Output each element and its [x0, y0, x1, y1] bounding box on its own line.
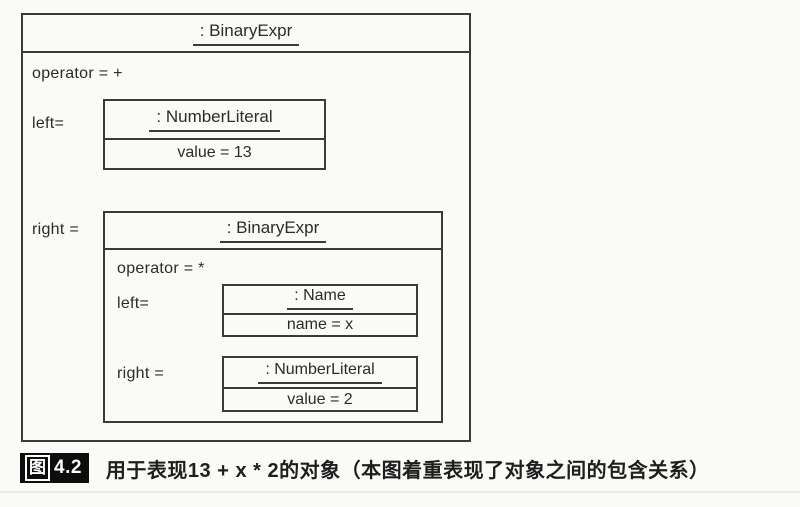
root-object-name: : BinaryExpr [192, 21, 300, 46]
figure-badge-label: 图 [25, 455, 50, 481]
object-box-name-x: : Name name = x [222, 284, 418, 337]
name-x-attribute: name = x [286, 316, 354, 333]
inner-binaryexpr-title-compartment: : BinaryExpr [105, 213, 441, 250]
root-title-compartment: : BinaryExpr [23, 15, 469, 53]
figure-number-badge: 图 4.2 [20, 453, 89, 483]
numberliteral-13-value-attribute: value = 13 [177, 144, 252, 161]
root-operator-attribute: operator = + [32, 65, 123, 82]
numberliteral-13-object-name: : NumberLiteral [149, 107, 280, 132]
object-box-root-binaryexpr: : BinaryExpr operator = + left= : Number… [21, 13, 471, 442]
inner-right-slot-label: right = [117, 365, 165, 382]
name-x-title-compartment: : Name [224, 286, 416, 315]
figure-caption-text: 用于表现13 + x * 2的对象（本图着重表现了对象之间的包含关系） [105, 459, 710, 482]
numberliteral-2-title-compartment: : NumberLiteral [224, 358, 416, 389]
inner-operator-attribute: operator = * [117, 260, 205, 277]
object-box-numberliteral-2: : NumberLiteral value = 2 [222, 356, 418, 412]
numberliteral-2-object-name: : NumberLiteral [258, 361, 382, 384]
object-box-numberliteral-13: : NumberLiteral value = 13 [103, 99, 326, 170]
page-bottom-scan-line [0, 491, 800, 493]
root-right-slot-label: right = [32, 221, 80, 238]
figure-badge-number: 4.2 [54, 457, 82, 478]
numberliteral-13-title-compartment: : NumberLiteral [105, 101, 324, 140]
name-x-object-name: : Name [287, 287, 353, 310]
inner-left-slot-label: left= [117, 295, 150, 312]
numberliteral-2-value-attribute: value = 2 [287, 390, 353, 408]
inner-binaryexpr-object-name: : BinaryExpr [219, 218, 327, 243]
figure-caption: 图 4.2 用于表现13 + x * 2的对象（本图着重表现了对象之间的包含关系… [20, 453, 710, 483]
object-box-inner-binaryexpr: : BinaryExpr operator = * left= : Name n… [103, 211, 443, 423]
root-left-slot-label: left= [32, 115, 65, 132]
